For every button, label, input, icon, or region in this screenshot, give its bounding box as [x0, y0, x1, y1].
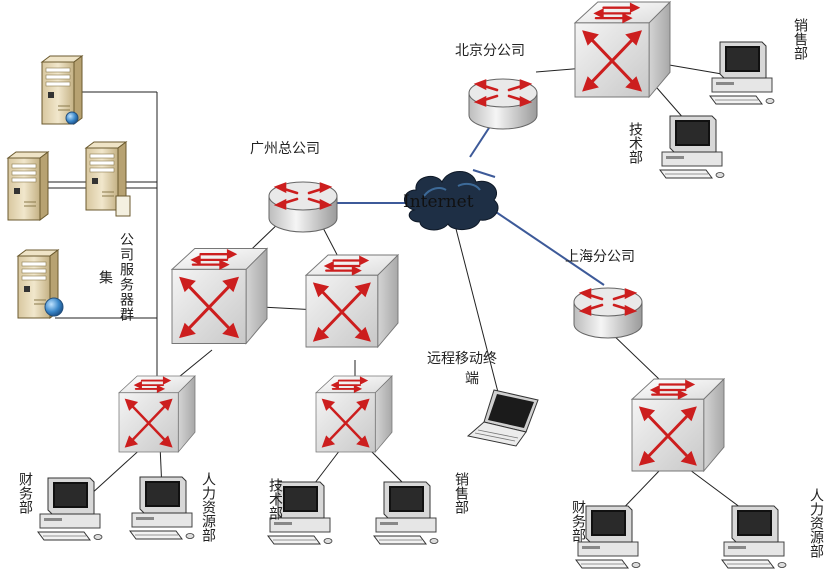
- beijing-sales-label: 销售部: [792, 18, 808, 60]
- guangzhou-access-switch-left: [117, 374, 197, 454]
- guangzhou-label: 广州总公司: [250, 141, 320, 157]
- shanghai-router: [572, 286, 644, 340]
- server-icon: [7, 151, 49, 221]
- remote-terminal-label-line2: 端: [465, 371, 479, 387]
- guangzhou-finance-label: 财务部: [17, 472, 33, 514]
- guangzhou-hr-pc: [129, 476, 195, 540]
- remote-terminal-label-line1: 远程移动终: [427, 351, 497, 367]
- server-cluster: [7, 55, 131, 319]
- beijing-tech-label: 技术部: [627, 122, 643, 164]
- guangzhou-router: [267, 180, 339, 234]
- beijing-router: [467, 77, 539, 131]
- guangzhou-tech-label: 技术部: [267, 478, 283, 520]
- guangzhou-core-switch-right: [304, 253, 400, 349]
- shanghai-hr-pc: [721, 505, 787, 569]
- internet-cloud: [404, 171, 499, 231]
- shanghai-finance-label: 财务部: [570, 500, 586, 542]
- globe-icon: [44, 297, 64, 317]
- guangzhou-core-switch-left: [170, 246, 269, 346]
- shanghai-label: 上海分公司: [565, 249, 635, 265]
- beijing-tech-pc: [659, 115, 725, 179]
- guangzhou-sales-label: 销售部: [453, 472, 469, 514]
- guangzhou-access-switch-right: [314, 374, 394, 454]
- guangzhou-finance-pc: [37, 477, 103, 541]
- server-cluster-label: 公司服务器群: [118, 232, 134, 322]
- internet-label: Internet: [403, 192, 474, 212]
- shanghai-hr-label: 人力资源部: [808, 488, 824, 558]
- shanghai-switch: [630, 377, 726, 473]
- guangzhou-hr-label: 人力资源部: [200, 472, 216, 542]
- guangzhou-sales-pc: [373, 481, 439, 545]
- remote-laptop: [467, 389, 539, 447]
- beijing-label: 北京分公司: [455, 43, 525, 59]
- beijing-switch: [573, 0, 672, 99]
- server-cluster-label-2: 集: [97, 269, 113, 284]
- beijing-sales-pc: [709, 41, 775, 105]
